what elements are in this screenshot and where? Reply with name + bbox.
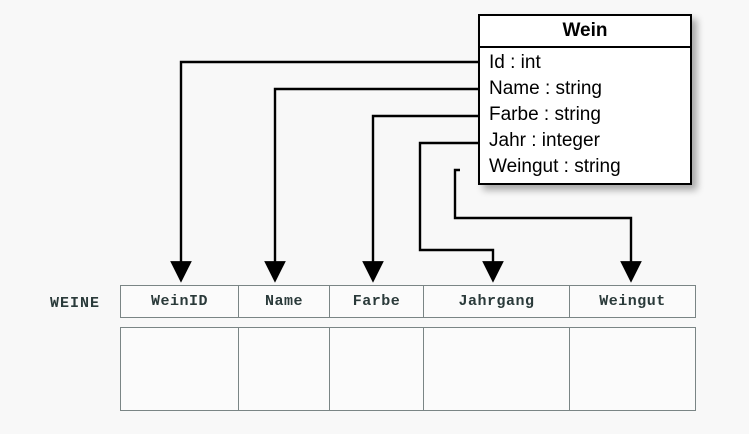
column-header-jahrgang[interactable]: Jahrgang xyxy=(424,286,570,317)
column-header-name[interactable]: Name xyxy=(239,286,330,317)
table-cell[interactable] xyxy=(121,328,239,410)
uml-attribute[interactable]: Id : int xyxy=(489,51,541,73)
mapping-connector-id-weinid xyxy=(170,60,478,283)
uml-attribute-list: Id : int Name : string Farbe : string Ja… xyxy=(480,48,690,183)
table-row xyxy=(120,327,696,411)
uml-attribute[interactable]: Name : string xyxy=(489,77,602,99)
mapping-connector-jahr-jahrgang xyxy=(418,141,504,283)
mapping-connector-name-name xyxy=(264,87,478,283)
table-cell[interactable] xyxy=(424,328,570,410)
uml-attribute[interactable]: Jahr : integer xyxy=(489,129,600,151)
table-cell[interactable] xyxy=(239,328,330,410)
uml-class-title: Wein xyxy=(480,16,690,48)
uml-attribute[interactable]: Weingut : string xyxy=(489,155,621,177)
table-cell[interactable] xyxy=(330,328,424,410)
column-header-farbe[interactable]: Farbe xyxy=(330,286,424,317)
relation-table: WeinID Name Farbe Jahrgang Weingut xyxy=(120,285,696,411)
uml-class-box[interactable]: Wein Id : int Name : string Farbe : stri… xyxy=(478,14,692,185)
mapping-connector-weingut-weingut xyxy=(453,168,642,283)
table-header-row: WeinID Name Farbe Jahrgang Weingut xyxy=(120,285,696,318)
column-header-weinid[interactable]: WeinID xyxy=(121,286,239,317)
mapping-connector-farbe-farbe xyxy=(362,114,478,283)
column-header-weingut[interactable]: Weingut xyxy=(599,293,666,310)
uml-attribute[interactable]: Farbe : string xyxy=(489,103,601,125)
relation-table-label: WEINE xyxy=(50,295,101,312)
table-cell[interactable] xyxy=(570,328,695,410)
